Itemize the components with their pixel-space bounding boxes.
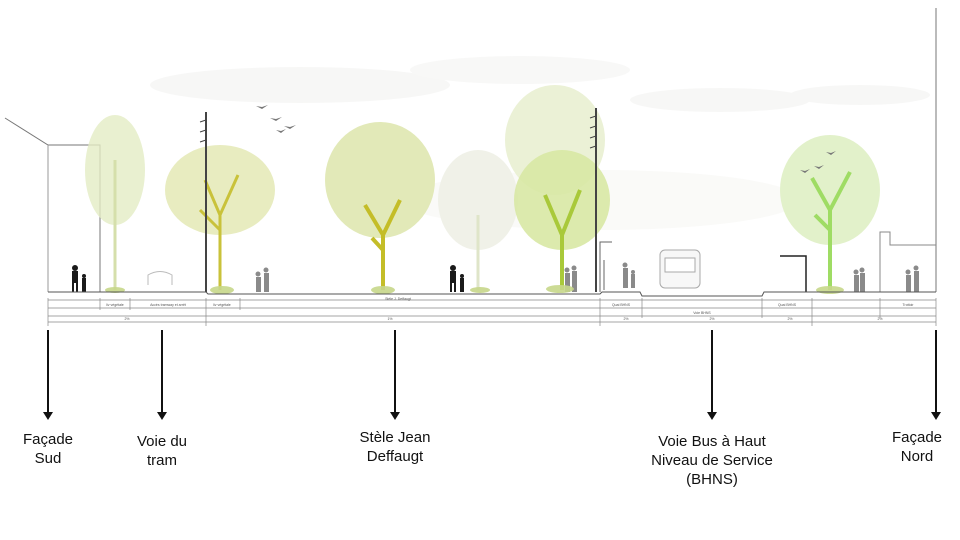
arrow-bhns bbox=[707, 330, 717, 420]
label-facade-sud-line1: Façade bbox=[22, 431, 74, 448]
birds-1 bbox=[256, 105, 296, 133]
label-voie-tram-line1: Voie du bbox=[136, 433, 188, 450]
label-bhns: Voie Bus à Haut Niveau de Service (BHNS) bbox=[632, 432, 792, 489]
birds-2 bbox=[800, 151, 836, 173]
tram-catenary-pole bbox=[199, 112, 207, 292]
label-voie-tram: Voie du tram bbox=[122, 432, 202, 470]
label-bhns: Voie BHNS bbox=[693, 311, 711, 315]
slope-3: 2% bbox=[623, 317, 628, 321]
label-facade-sud-line2: Sud bbox=[34, 450, 62, 467]
label-stele-line1: Stèle Jean bbox=[359, 429, 431, 446]
label-quai2: Quai BHNS bbox=[778, 303, 797, 307]
arrow-facade-sud bbox=[43, 330, 53, 420]
tree-6 bbox=[780, 135, 880, 290]
bus-shelter bbox=[599, 241, 612, 292]
south-facade bbox=[4, 117, 101, 292]
label-facade-nord: Façade Nord bbox=[882, 428, 952, 466]
label-facade-nord-line1: Façade bbox=[891, 429, 943, 446]
bhns-pole bbox=[589, 108, 597, 292]
slope-1: 2% bbox=[124, 317, 129, 321]
label-veg2: liv végétale bbox=[213, 303, 231, 307]
tree-1 bbox=[85, 115, 145, 290]
label-bhns-line2: Niveau de Service bbox=[651, 452, 773, 469]
dimension-labels: liv végétale Accès tramway et arrêt liv … bbox=[106, 297, 914, 321]
label-trottoir: Trottoir bbox=[903, 303, 915, 307]
bus-shelter-2 bbox=[780, 255, 807, 292]
tree-2 bbox=[165, 145, 275, 290]
label-stele: Stèle Jean Deffaugt bbox=[340, 428, 450, 466]
label-quai1: Quai BHNS bbox=[612, 303, 631, 307]
people bbox=[72, 262, 919, 292]
label-stele: Stèle J. Deffaugt bbox=[385, 297, 411, 301]
slope-2: 1% bbox=[387, 317, 392, 321]
label-bhns-line1: Voie Bus à Haut bbox=[658, 433, 766, 450]
label-bhns-line3: (BHNS) bbox=[686, 471, 738, 488]
label-tram: Accès tramway et arrêt bbox=[150, 303, 186, 307]
dimension-lines bbox=[47, 298, 937, 326]
slope-6: 2% bbox=[877, 317, 882, 321]
slope-5: 2% bbox=[787, 317, 792, 321]
label-voie-tram-line2: tram bbox=[147, 452, 177, 469]
ground-profile bbox=[48, 291, 936, 297]
bhns-bus bbox=[659, 249, 701, 289]
label-veg1: liv végétale bbox=[106, 303, 124, 307]
label-stele-line2: Deffaugt bbox=[366, 448, 424, 465]
arrow-stele bbox=[390, 330, 400, 420]
shrubs bbox=[105, 285, 844, 294]
tree-4 bbox=[438, 150, 518, 290]
arrow-facade-nord bbox=[931, 330, 941, 420]
label-facade-sud: Façade Sud bbox=[8, 430, 88, 468]
tree-3 bbox=[325, 122, 435, 290]
north-facade bbox=[879, 8, 937, 292]
slope-4: 2% bbox=[709, 317, 714, 321]
tree-5 bbox=[505, 85, 610, 290]
tram-shelter bbox=[147, 271, 173, 285]
label-facade-nord-line2: Nord bbox=[900, 448, 934, 465]
arrow-voie-tram bbox=[157, 330, 167, 420]
